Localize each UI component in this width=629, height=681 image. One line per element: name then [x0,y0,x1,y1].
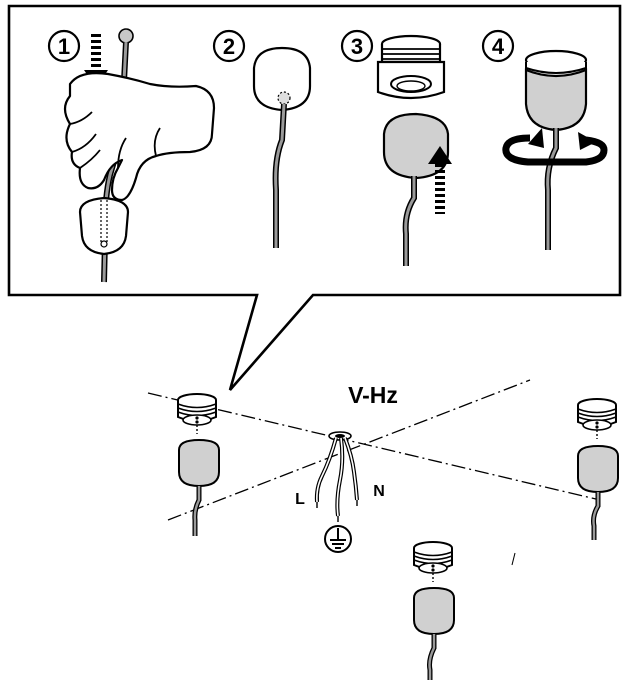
supply-voltage-label: V-Hz [348,382,398,408]
tick-mark [511,552,516,566]
rotate-arrow-icon [502,128,608,166]
step-4: 4 [481,29,608,250]
lamp-bottom [413,541,455,680]
lamp-shade [252,46,312,112]
supply-wires [314,431,359,522]
step-3-number: 3 [351,34,363,59]
hand-icon [63,72,216,202]
step-1: 1 [47,28,216,283]
step-2-number: 2 [223,34,235,59]
lamp-shade [382,112,450,180]
neutral-wire-label: N [373,483,385,500]
up-arrow-icon [428,146,452,214]
lamp-right [577,398,619,540]
live-wire-label: L [295,491,305,508]
step-2: 2 [212,29,312,248]
lamp-shade [78,196,130,256]
step-badge: 4 [481,29,515,63]
step-badge: 1 [47,29,81,63]
step-4-number: 4 [492,34,505,59]
step-badge: 3 [340,29,374,63]
step-3: 3 [340,29,452,266]
step-badge: 2 [212,29,246,63]
cable [272,103,287,248]
lamp-socket-ring [376,34,446,100]
lamp-left [177,393,220,536]
cable [544,128,559,250]
step-1-number: 1 [58,34,70,59]
lamp-shade [524,49,588,132]
ground-icon [324,525,352,553]
cable [402,176,417,266]
